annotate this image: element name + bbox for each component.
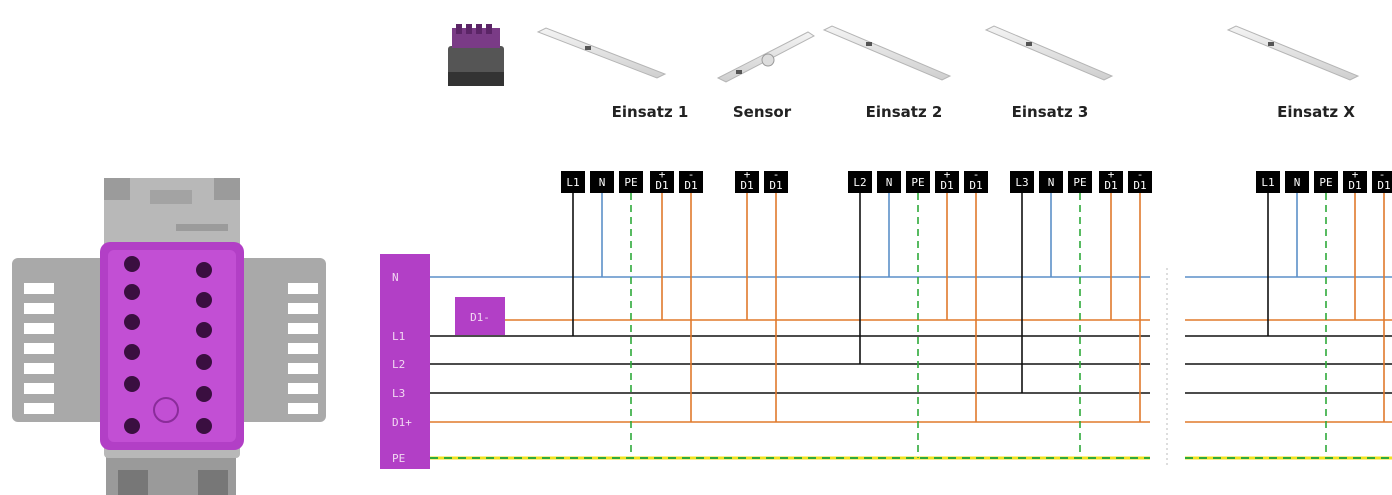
terminal-block-einsatz-1: L1 N PE + D1 - D1: [561, 168, 703, 193]
fixture-label-einsatz-x: Einsatz X: [1277, 103, 1355, 121]
terminal-block-einsatz-x: L1 N PE + D1 - D1: [1256, 168, 1392, 193]
luminaire-image-2: [822, 25, 952, 81]
terminal-label: PE: [1073, 176, 1086, 189]
terminal-label: L2: [853, 176, 866, 189]
bus-label-pe: PE: [392, 452, 405, 465]
bus-label-l3: L3: [392, 387, 405, 400]
luminaire-image-x: [1226, 25, 1360, 81]
fixture-label-sensor: Sensor: [733, 103, 792, 121]
luminaire-image-3: [984, 25, 1114, 81]
bus-label-bar: N L1 L2 L3 D1+ PE: [380, 254, 430, 469]
terminal-label: D1: [769, 179, 782, 192]
terminal-plus-sign: +: [944, 168, 951, 181]
terminal-label: D1: [969, 179, 982, 192]
terminal-label: D1: [740, 179, 753, 192]
terminal-label: PE: [911, 176, 924, 189]
d1-minus-connector: D1-: [455, 297, 505, 335]
terminal-plus-sign: +: [744, 168, 751, 181]
terminal-minus-sign: -: [773, 168, 780, 181]
terminal-plus-sign: +: [1352, 168, 1359, 181]
drop-wires: [572, 193, 1385, 458]
terminal-block-einsatz-2: L2 N PE + D1 - D1: [848, 168, 988, 193]
terminal-label: N: [599, 176, 606, 189]
terminal-label: PE: [1319, 176, 1332, 189]
d1-minus-label: D1-: [470, 311, 490, 324]
terminal-plus-sign: +: [659, 168, 666, 181]
terminal-block-sensor: + D1 - D1: [735, 168, 788, 193]
terminal-plus-sign: +: [1108, 168, 1115, 181]
bus-label-l1: L1: [392, 330, 405, 343]
fixture-label-einsatz-2: Einsatz 2: [866, 103, 943, 121]
terminal-label: D1: [1348, 179, 1361, 192]
bus-lines: [430, 268, 1392, 468]
bus-label-l2: L2: [392, 358, 405, 371]
terminal-label: N: [1048, 176, 1055, 189]
bus-label-n: N: [392, 271, 399, 284]
terminal-label: L1: [1261, 176, 1274, 189]
terminal-label: D1: [1377, 179, 1390, 192]
terminal-label: D1: [940, 179, 953, 192]
terminal-minus-sign: -: [1137, 168, 1144, 181]
terminal-label: PE: [624, 176, 637, 189]
sensor-image: [716, 31, 815, 83]
terminal-label: N: [886, 176, 893, 189]
luminaire-image-1: [536, 27, 667, 79]
connector-block-image: [12, 178, 326, 495]
terminal-label: N: [1294, 176, 1301, 189]
driver-image: [448, 24, 504, 86]
terminal-label: D1: [655, 179, 668, 192]
bus-label-d1-plus: D1+: [392, 416, 412, 429]
terminal-minus-sign: -: [973, 168, 980, 181]
fixture-label-einsatz-3: Einsatz 3: [1012, 103, 1089, 121]
terminal-minus-sign: -: [1379, 168, 1386, 181]
terminal-minus-sign: -: [688, 168, 695, 181]
terminal-label: L1: [566, 176, 579, 189]
terminal-label: L3: [1015, 176, 1028, 189]
terminal-block-einsatz-3: L3 N PE + D1 - D1: [1010, 168, 1152, 193]
terminal-label: D1: [1104, 179, 1117, 192]
fixture-label-einsatz-1: Einsatz 1: [612, 103, 689, 121]
terminal-label: D1: [684, 179, 697, 192]
terminal-label: D1: [1133, 179, 1146, 192]
